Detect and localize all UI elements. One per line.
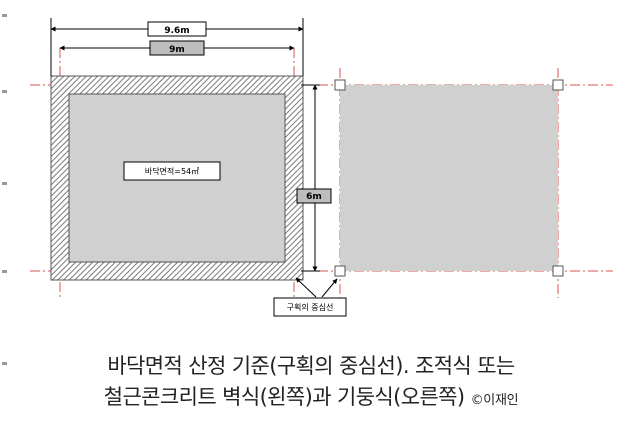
centerline-callout-arrows bbox=[295, 277, 338, 298]
edge-mark bbox=[2, 90, 7, 93]
diagram-panel: 9.6m 9m 6m 바닥면적=54㎡ bbox=[18, 8, 618, 338]
dimension-height bbox=[296, 84, 332, 272]
floor-area-diagram: 9.6m 9m 6m 바닥면적=54㎡ bbox=[30, 18, 613, 317]
dimension-inner-width bbox=[59, 40, 295, 56]
inner-width-label: 9m bbox=[169, 45, 185, 55]
dimension-total-width bbox=[50, 18, 304, 76]
edge-mark bbox=[2, 270, 7, 273]
column-structure-right bbox=[334, 79, 564, 277]
area-label-box bbox=[123, 161, 221, 181]
edge-mark bbox=[2, 182, 7, 185]
photo-credit: ©이재인 bbox=[470, 393, 519, 408]
caption-line-2-text: 철근콘크리트 벽식(왼쪽)과 기둥식(오른쪽) bbox=[103, 385, 465, 409]
edge-mark bbox=[2, 14, 7, 17]
column-top-right bbox=[552, 79, 564, 91]
height-label: 6m bbox=[306, 192, 322, 202]
column-bottom-right bbox=[552, 265, 564, 277]
column-top-left bbox=[334, 79, 346, 91]
centerline-callout-box bbox=[273, 297, 347, 317]
edge-mark bbox=[2, 362, 7, 365]
caption-line-1: 바닥면적 산정 기준(구획의 중심선). 조적식 또는 bbox=[107, 354, 515, 378]
total-width-label: 9.6m bbox=[164, 26, 189, 36]
floor-area-right bbox=[340, 85, 558, 271]
area-label: 바닥면적=54㎡ bbox=[145, 166, 199, 176]
caption-line-2: 철근콘크리트 벽식(왼쪽)과 기둥식(오른쪽) ©이재인 bbox=[0, 381, 622, 411]
centerline-callout-label: 구획의 중심선 bbox=[287, 302, 334, 312]
column-bottom-left bbox=[334, 265, 346, 277]
